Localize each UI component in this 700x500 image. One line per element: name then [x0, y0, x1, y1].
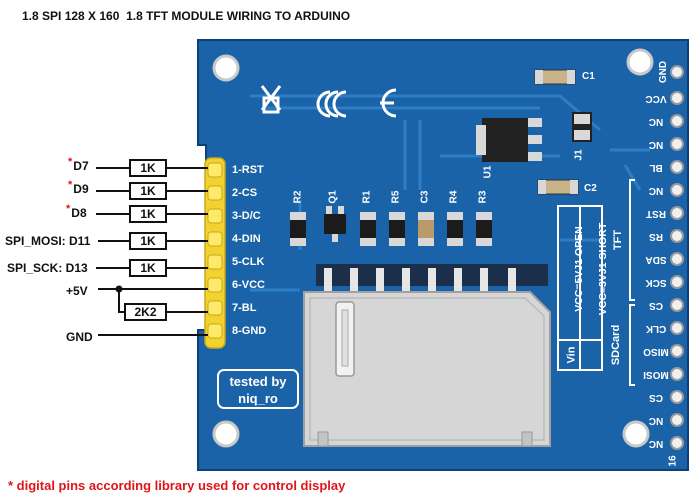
arduino-pin-label: SPI_MOSI: D11: [5, 234, 91, 248]
footnote: * digital pins according library used fo…: [8, 478, 346, 493]
arduino-pin-label: SPI_SCK: D13: [7, 261, 88, 275]
arduino-pin-label: *D9: [68, 179, 89, 196]
right-pin-label: NC: [648, 185, 664, 196]
component-label: R1: [361, 190, 373, 204]
junction-dot: [115, 285, 123, 293]
module-pin-label: 4-DIN: [232, 233, 261, 245]
resistor-label: 1K: [140, 207, 156, 221]
certification-marks: [260, 85, 397, 118]
jumper-text: VCC=5VJ1 OPEN: [573, 226, 585, 312]
right-pin-label: RST: [646, 208, 666, 219]
resistor-label: 1K: [140, 161, 156, 175]
resistor-label: 1K: [140, 261, 156, 275]
component-label: Q1: [327, 190, 339, 204]
resistor-boxes: [124, 159, 167, 321]
right-pin-label: SCK: [645, 277, 667, 288]
right-pin-label: 16: [667, 455, 679, 467]
right-pin-label: GND: [658, 60, 669, 84]
component-label: U1: [482, 165, 494, 179]
jumper-text: VCC=3VJ1 SHORT: [597, 222, 609, 316]
component-label: R5: [390, 190, 402, 204]
right-pin-label: VCC: [645, 93, 667, 104]
right-pin-label: SDA: [645, 254, 667, 265]
resistor-label: 1K: [140, 184, 156, 198]
right-pin-label: CS: [649, 300, 663, 311]
tft-group-label: TFT: [612, 229, 625, 251]
credit-line-1: tested by: [229, 374, 287, 389]
jumper-vin: Vin: [565, 346, 578, 364]
right-header: [670, 65, 684, 450]
yellow-pin-header: [204, 157, 226, 349]
right-pin-label: NC: [648, 139, 664, 150]
module-pin-label: 2-CS: [232, 187, 258, 199]
component-label: R3: [477, 190, 489, 204]
right-pin-label: CLK: [645, 323, 667, 334]
resistor-label: 2K2: [134, 305, 157, 319]
arduino-pin-label: *D8: [66, 203, 87, 220]
component-label: J1: [573, 149, 585, 161]
credit-box: tested by niq_ro: [217, 369, 299, 409]
credit-line-2: niq_ro: [238, 391, 278, 406]
module-pin-label: 5-CLK: [232, 256, 265, 268]
sd-card-slot: [303, 264, 551, 447]
tft-bracket: [629, 179, 635, 301]
wires: [96, 167, 208, 336]
component-label: C1: [582, 71, 595, 82]
arduino-pin-label: GND: [66, 330, 93, 344]
diagram-title: 1.8 SPI 128 X 160 1.8 TFT MODULE WIRING …: [22, 9, 351, 23]
sdcard-bracket: [629, 304, 635, 386]
right-pin-label: MOSI: [643, 369, 669, 380]
module-pin-label: 6-VCC: [232, 279, 266, 291]
arduino-pin-label: +5V: [66, 284, 88, 298]
mounting-hole: [212, 420, 240, 448]
mounting-hole: [622, 420, 650, 448]
mounting-hole: [626, 48, 654, 76]
component-label: C2: [584, 183, 597, 194]
right-pin-label: NC: [648, 438, 664, 449]
right-pin-label: BL: [649, 162, 663, 173]
right-pin-label: CS: [649, 392, 663, 403]
sdcard-group-label: SDCard: [610, 324, 623, 366]
u1-regulator: [482, 118, 528, 162]
right-pin-label: NC: [648, 415, 664, 426]
module-pin-label: 3-D/C: [232, 210, 261, 222]
right-pin-label: NC: [648, 116, 664, 127]
component-label: C3: [419, 190, 431, 204]
component-label: R2: [292, 190, 304, 204]
module-pin-label: 1-RST: [232, 164, 264, 176]
arduino-pin-label: *D7: [68, 156, 89, 173]
right-pin-label: MISO: [643, 346, 669, 357]
module-pin-label: 7-BL: [232, 302, 257, 314]
mounting-hole: [212, 54, 240, 82]
module-pin-label: 8-GND: [232, 325, 267, 337]
component-label: R4: [448, 190, 460, 204]
resistor-label: 1K: [140, 234, 156, 248]
right-pin-label: RS: [649, 231, 663, 242]
smd-components: [290, 206, 492, 246]
